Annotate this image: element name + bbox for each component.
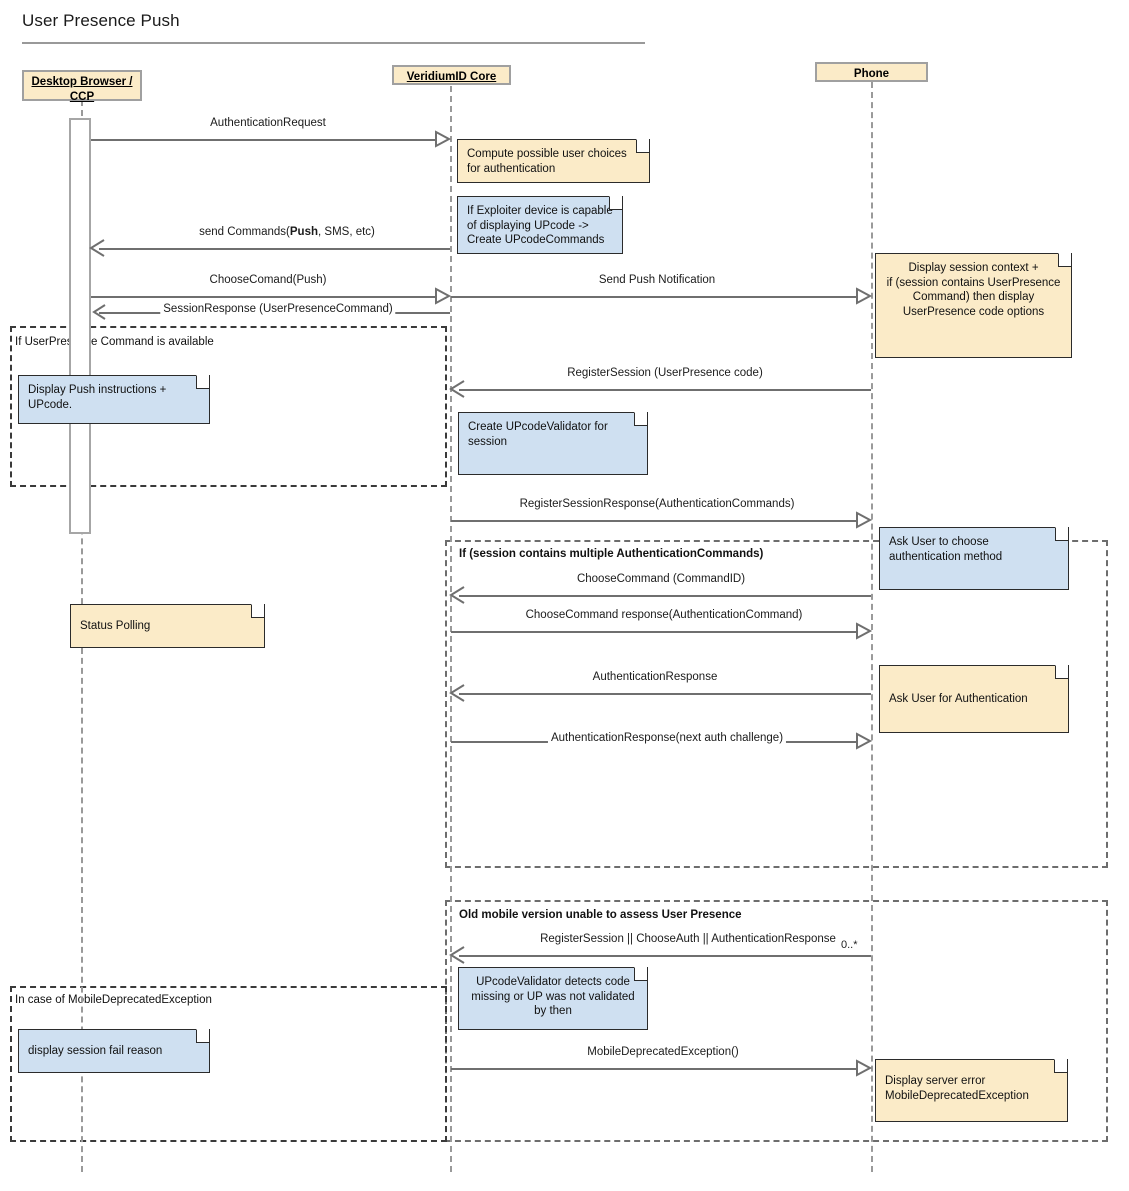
- note-line: Command) then display: [912, 291, 1035, 303]
- note-line: Ask User to choose: [889, 536, 989, 548]
- message-label-register-session-response: RegisterSessionResponse(AuthenticationCo…: [516, 498, 798, 510]
- note-line: Create UPcodeValidator for: [468, 421, 608, 433]
- note-line: Ask User for Authentication: [889, 693, 1028, 705]
- note-upcode-validator-detects: UPcodeValidator detects code missing or …: [458, 967, 648, 1030]
- fragment-label-mobile-deprecated-exception: In case of MobileDeprecatedException: [15, 994, 212, 1006]
- fragment-label-userpresence-available: If UserPresence Command is available: [15, 336, 214, 348]
- note-fold-icon: [634, 412, 647, 426]
- note-fold-icon: [196, 375, 209, 389]
- message-multiplicity-0-to-many: 0..*: [841, 939, 858, 951]
- lifeline-phone: [871, 82, 873, 1172]
- fragment-userpresence-available: [10, 326, 447, 487]
- note-display-session-fail-reason: display session fail reason: [18, 1029, 210, 1073]
- activation-bar-browser: [69, 118, 91, 534]
- page-title: User Presence Push: [22, 11, 180, 30]
- note-display-push-instructions: Display Push instructions + UPcode.: [18, 375, 210, 424]
- note-exploiter-device-upcode: If Exploiter device is capable of displa…: [457, 196, 623, 254]
- message-label-register-or-chooseauth-or-authresponse: RegisterSession || ChooseAuth || Authent…: [537, 933, 839, 945]
- note-ask-user-authentication: Ask User for Authentication: [879, 665, 1069, 733]
- note-line: of displaying UPcode ->: [467, 219, 589, 232]
- note-line: display session fail reason: [28, 1045, 163, 1057]
- note-fold-icon: [634, 967, 647, 981]
- actor-header-core[interactable]: VeridiumID Core: [392, 65, 511, 85]
- send-commands-prefix: send Commands(: [199, 226, 290, 238]
- note-line: Display server error: [885, 1075, 986, 1087]
- note-line: for authentication: [467, 162, 556, 175]
- actor-header-browser[interactable]: Desktop Browser / CCP: [22, 70, 142, 103]
- note-line: Display session context +: [908, 262, 1039, 274]
- note-line: missing or UP was not validated: [471, 990, 635, 1003]
- message-label-choose-command-response: ChooseCommand response(AuthenticationCom…: [522, 609, 806, 621]
- note-fold-icon: [609, 196, 622, 210]
- note-display-session-context: Display session context + if (session co…: [875, 253, 1072, 358]
- note-line: authentication method: [889, 550, 1003, 563]
- fragment-label-old-mobile-version: Old mobile version unable to assess User…: [459, 909, 742, 921]
- message-label-choose-command-id: ChooseCommand (CommandID): [573, 573, 749, 585]
- message-label-mobile-deprecated-exception: MobileDeprecatedException(): [584, 1046, 742, 1058]
- note-line: Compute possible user choices: [467, 148, 627, 160]
- actor-header-phone[interactable]: Phone: [815, 62, 928, 82]
- note-line: by then: [534, 1005, 572, 1017]
- note-fold-icon: [251, 604, 264, 618]
- title-divider: [22, 42, 645, 44]
- note-compute-user-choices: Compute possible user choices for authen…: [457, 139, 650, 183]
- message-label-send-commands: send Commands(Push, SMS, etc): [196, 226, 378, 238]
- note-status-polling: Status Polling: [70, 604, 265, 648]
- actor-label-phone: Phone: [853, 68, 890, 80]
- note-fold-icon: [1054, 1059, 1067, 1073]
- note-line: UserPresence code options: [902, 305, 1045, 318]
- message-label-send-push-notification: Send Push Notification: [595, 274, 719, 286]
- message-label-authentication-response-next: AuthenticationResponse(next auth challen…: [547, 732, 787, 744]
- message-label-choose-command-push: ChooseComand(Push): [206, 274, 330, 286]
- note-line: UPcode.: [28, 398, 73, 411]
- note-line: Create UPcodeCommands: [467, 234, 605, 246]
- note-line: Display Push instructions +: [28, 384, 167, 396]
- note-display-server-error: Display server error MobileDeprecatedExc…: [875, 1059, 1068, 1122]
- note-line: UPcodeValidator detects code: [476, 976, 630, 988]
- note-fold-icon: [1055, 527, 1068, 541]
- lifeline-core: [450, 86, 452, 1172]
- note-fold-icon: [196, 1029, 209, 1043]
- message-label-authentication-response: AuthenticationResponse: [589, 671, 721, 683]
- note-line: Status Polling: [80, 620, 151, 632]
- note-fold-icon: [1058, 253, 1071, 267]
- actor-label-browser-line1: Desktop Browser /: [31, 76, 133, 88]
- message-label-register-session: RegisterSession (UserPresence code): [564, 367, 766, 379]
- note-fold-icon: [636, 139, 649, 153]
- note-line: MobileDeprecatedException: [885, 1089, 1029, 1102]
- note-ask-user-choose-method: Ask User to choose authentication method: [879, 527, 1069, 590]
- send-commands-bold: Push: [289, 226, 319, 238]
- actor-label-core: VeridiumID Core: [406, 71, 497, 83]
- note-line: If Exploiter device is capable: [467, 205, 613, 217]
- actor-label-browser-line2: CCP: [69, 91, 95, 103]
- message-label-session-response: SessionResponse (UserPresenceCommand): [160, 303, 396, 315]
- fragment-mobile-deprecated-exception: [10, 986, 447, 1142]
- note-line: if (session contains UserPresence: [886, 276, 1061, 289]
- note-line: session: [468, 435, 507, 448]
- fragment-label-multiple-auth-commands: If (session contains multiple Authentica…: [459, 548, 764, 560]
- note-fold-icon: [1055, 665, 1068, 679]
- fragment-multiple-auth-commands: [445, 540, 1108, 868]
- note-create-upcode-validator: Create UPcodeValidator for session: [458, 412, 648, 475]
- send-commands-suffix: , SMS, etc): [318, 226, 375, 238]
- message-label-authentication-request: AuthenticationRequest: [207, 117, 329, 129]
